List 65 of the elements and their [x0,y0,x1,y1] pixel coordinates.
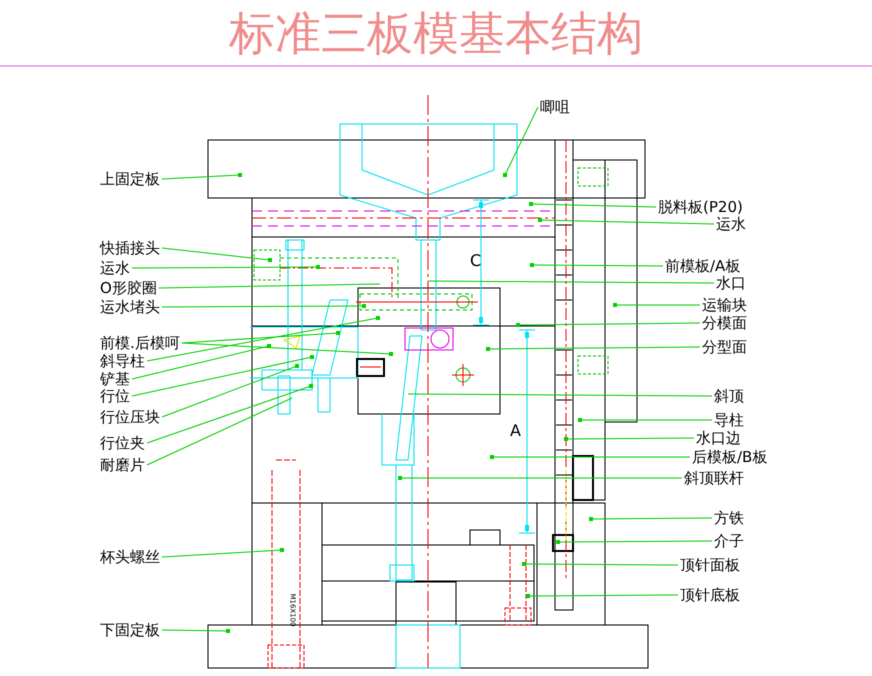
leader-line [181,342,393,356]
part-label: 唧咀 [540,98,570,116]
leader-line [158,284,380,288]
dimension-label: A [510,422,521,440]
leader-line [589,517,712,521]
leader-line [578,418,712,422]
leader-line [146,384,313,444]
leader-line [529,202,656,208]
leader-line [408,394,712,396]
part-label: 方铁 [714,509,744,527]
part-label: 运水 [716,215,746,233]
leader-line [162,248,272,262]
part-label: 斜导柱 [100,352,145,370]
part-label: 斜顶 [714,387,744,405]
leader-line [490,455,690,459]
part-label: 脱料板(P20) [658,198,743,216]
part-label: 杯头螺丝 [100,548,160,566]
part-label: 行位夹 [100,434,145,452]
leader-line [146,316,380,362]
part-label: 后模板/B板 [692,448,768,466]
leader-line [162,304,366,308]
leader-line [398,476,682,480]
leader-line [522,562,678,566]
part-label: 顶针底板 [680,586,740,604]
leader-line [162,548,284,558]
part-label: 下固定板 [100,621,160,639]
part-label: 上固定板 [100,170,160,188]
part-label: 行位压块 [100,408,160,426]
part-label: O形胶圈 [100,279,157,297]
leader-line [162,173,242,180]
part-label: 运输块 [702,296,747,314]
leader-line [530,263,664,267]
part-label: 分型面 [702,338,747,356]
leader-line [132,344,271,380]
part-label: 顶针面板 [680,556,740,574]
leader-line [132,355,314,396]
leader-line [516,322,700,327]
leader-line [538,218,714,224]
leader-line [526,594,678,598]
leader-line [503,106,538,177]
part-label: 快插接头 [100,239,160,257]
part-label: 前模.后模呵 [100,334,180,352]
part-label: 水口 [716,274,746,292]
title: 标准三板模基本结构 [228,5,644,62]
part-label: 介子 [714,532,744,550]
part-label: 铲基 [100,370,130,388]
part-label: 耐磨片 [100,456,145,474]
dimension-label: C [470,252,482,270]
leader-line [146,398,292,466]
part-label: 运水 [100,259,130,277]
part-label: 水口边 [696,429,741,447]
leader-line [162,629,230,633]
leader-line [613,303,700,307]
part-label: 导柱 [714,411,744,429]
part-label: 分模面 [702,314,747,332]
leader-line [486,346,700,351]
leader-line [556,540,712,544]
part-label: 运水堵头 [100,298,160,316]
leader-line [564,437,694,441]
part-label: 前模板/A板 [665,257,740,275]
part-label: 斜顶联杆 [684,469,744,487]
leader-line [428,280,714,284]
part-label: 行位 [100,387,130,405]
leader-line [162,364,299,418]
leader-line [132,265,320,269]
